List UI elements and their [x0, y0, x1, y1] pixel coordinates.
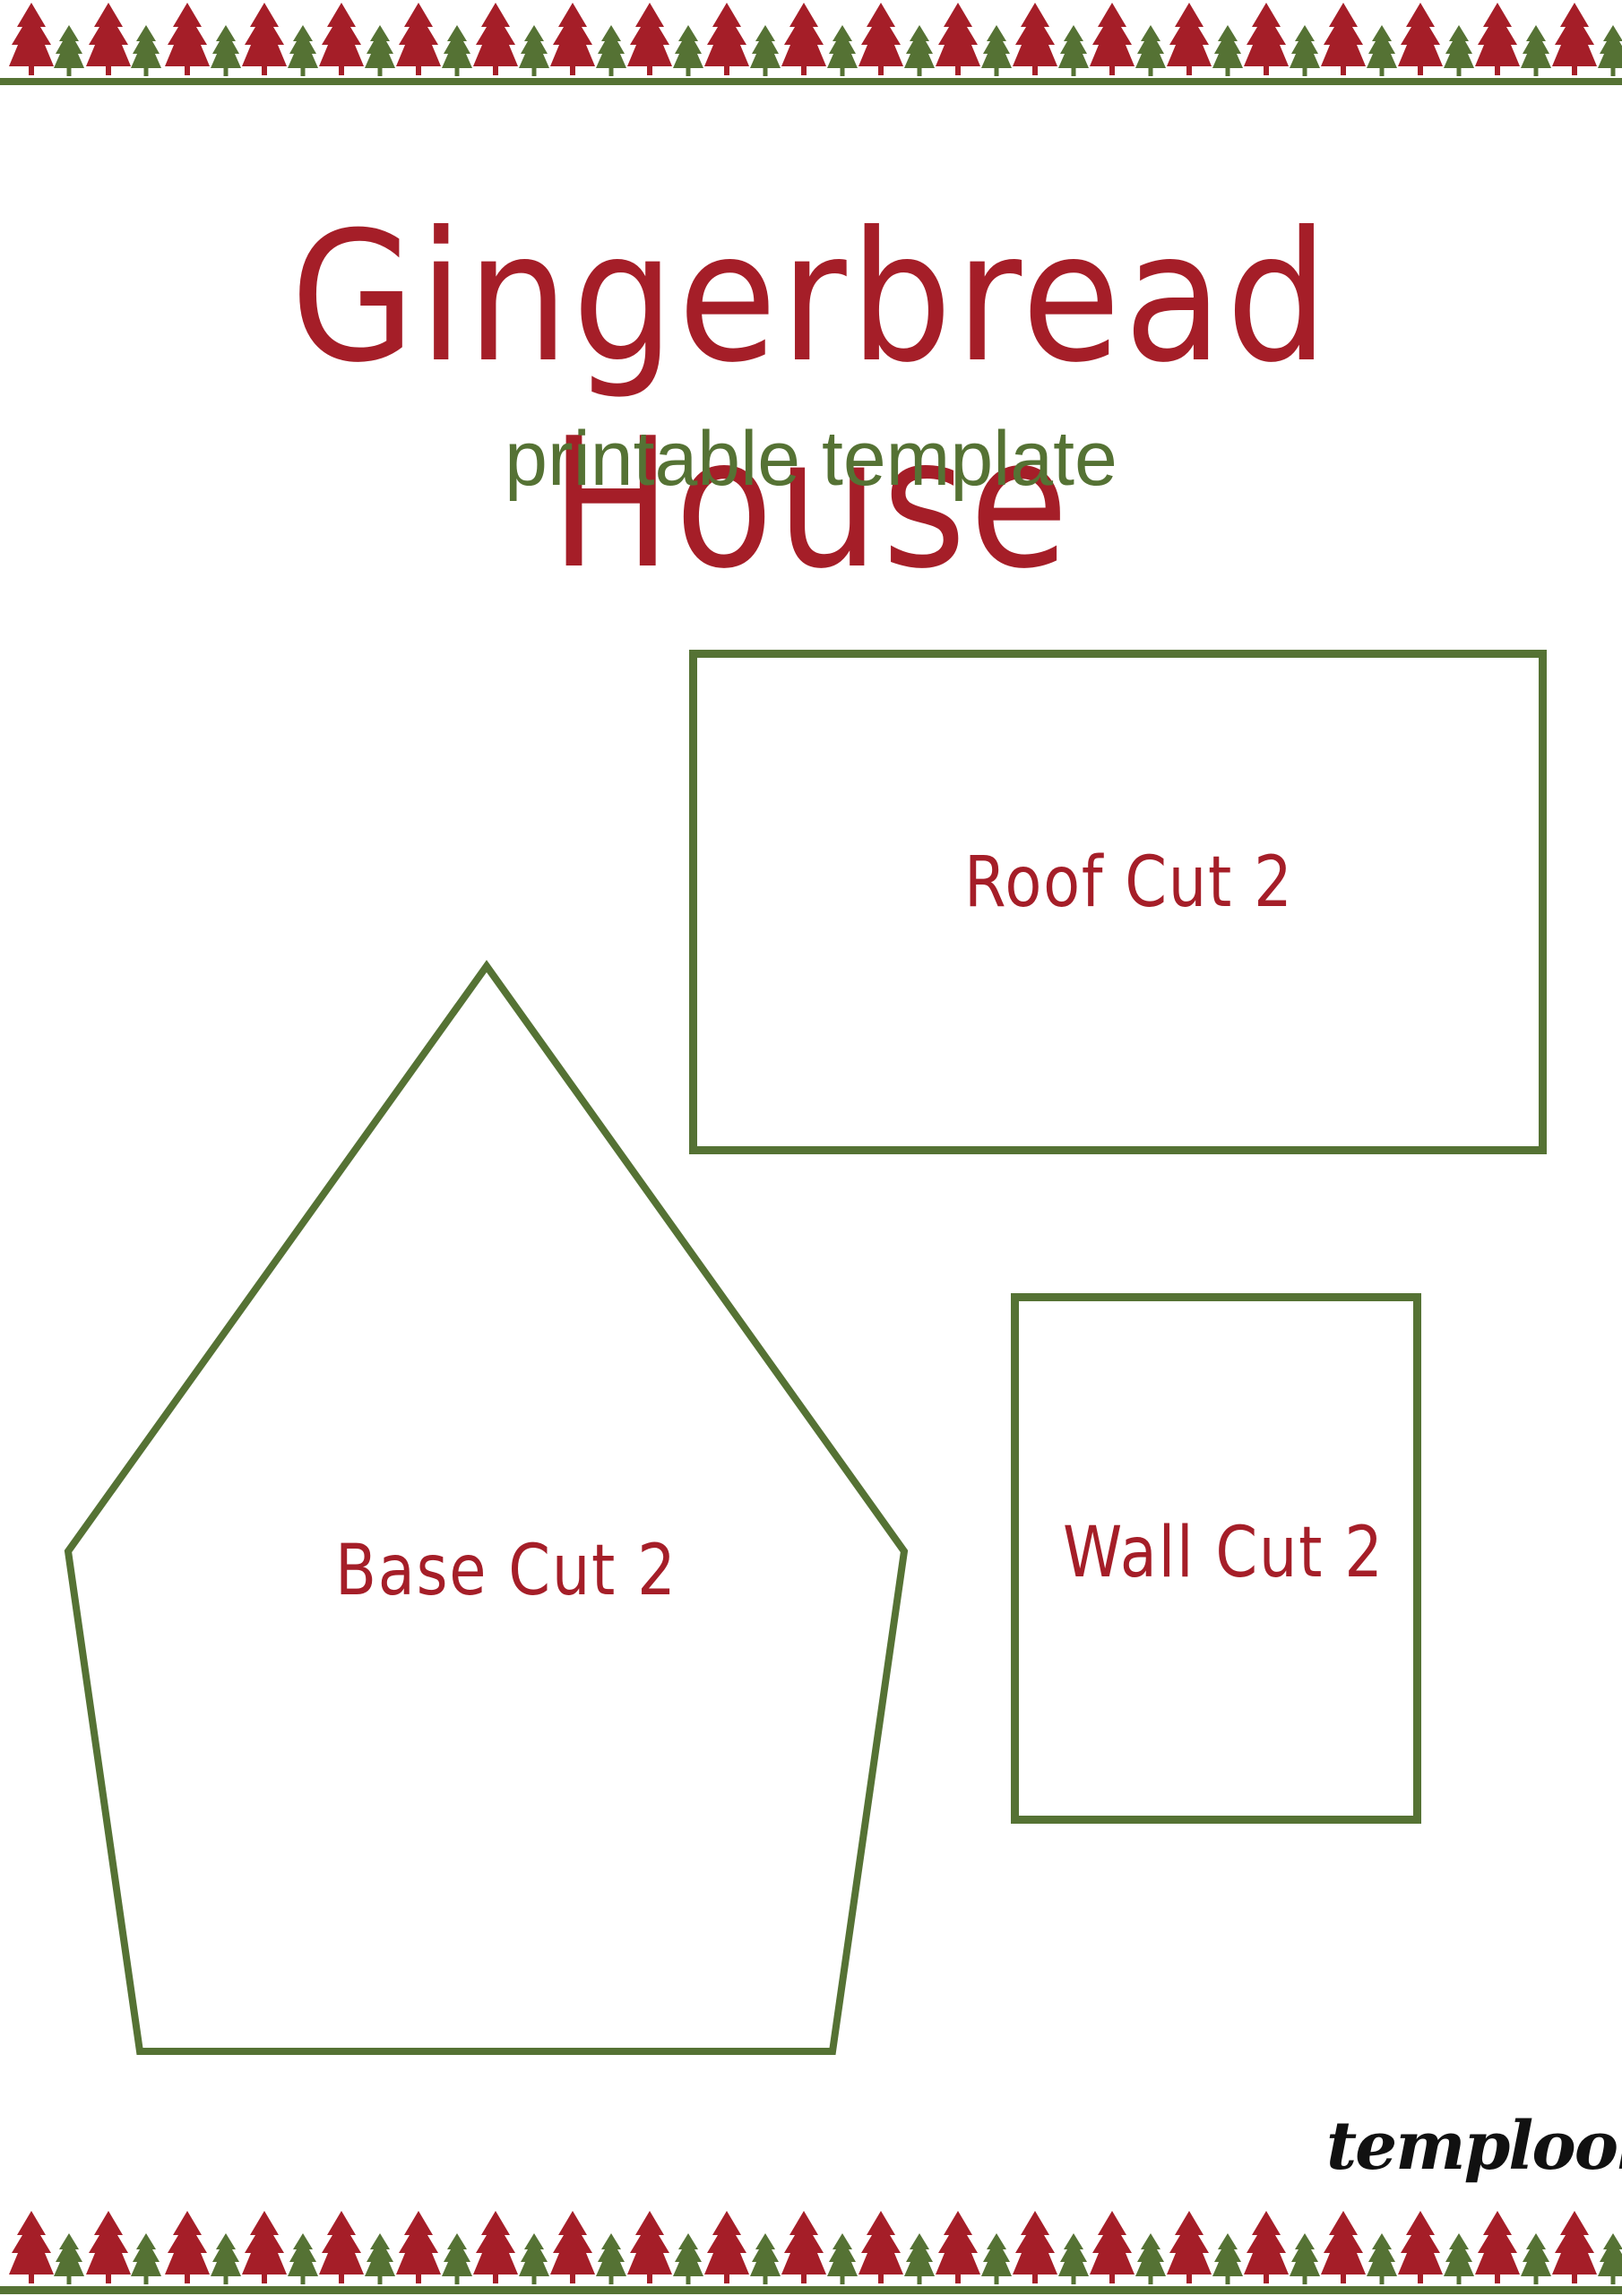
- base-piece-outline: [64, 960, 909, 2055]
- top-tree-border: [0, 0, 1622, 90]
- pine-tree-row-icon: [0, 2211, 1622, 2294]
- page-subtitle: printable template: [505, 416, 1117, 502]
- roof-piece-outline: [689, 650, 1547, 1154]
- wall-piece-outline: [1011, 1293, 1421, 1824]
- bottom-tree-border: [0, 2206, 1622, 2296]
- roof-piece-label: Roof Cut 2: [964, 842, 1294, 923]
- wall-piece-label: Wall Cut 2: [1063, 1513, 1385, 1593]
- page-title: Gingerbread House: [290, 194, 1332, 609]
- brand-logo: temploola: [1326, 2108, 1622, 2185]
- base-piece-label: Base Cut 2: [335, 1531, 677, 1611]
- pine-tree-row-icon: [0, 3, 1622, 85]
